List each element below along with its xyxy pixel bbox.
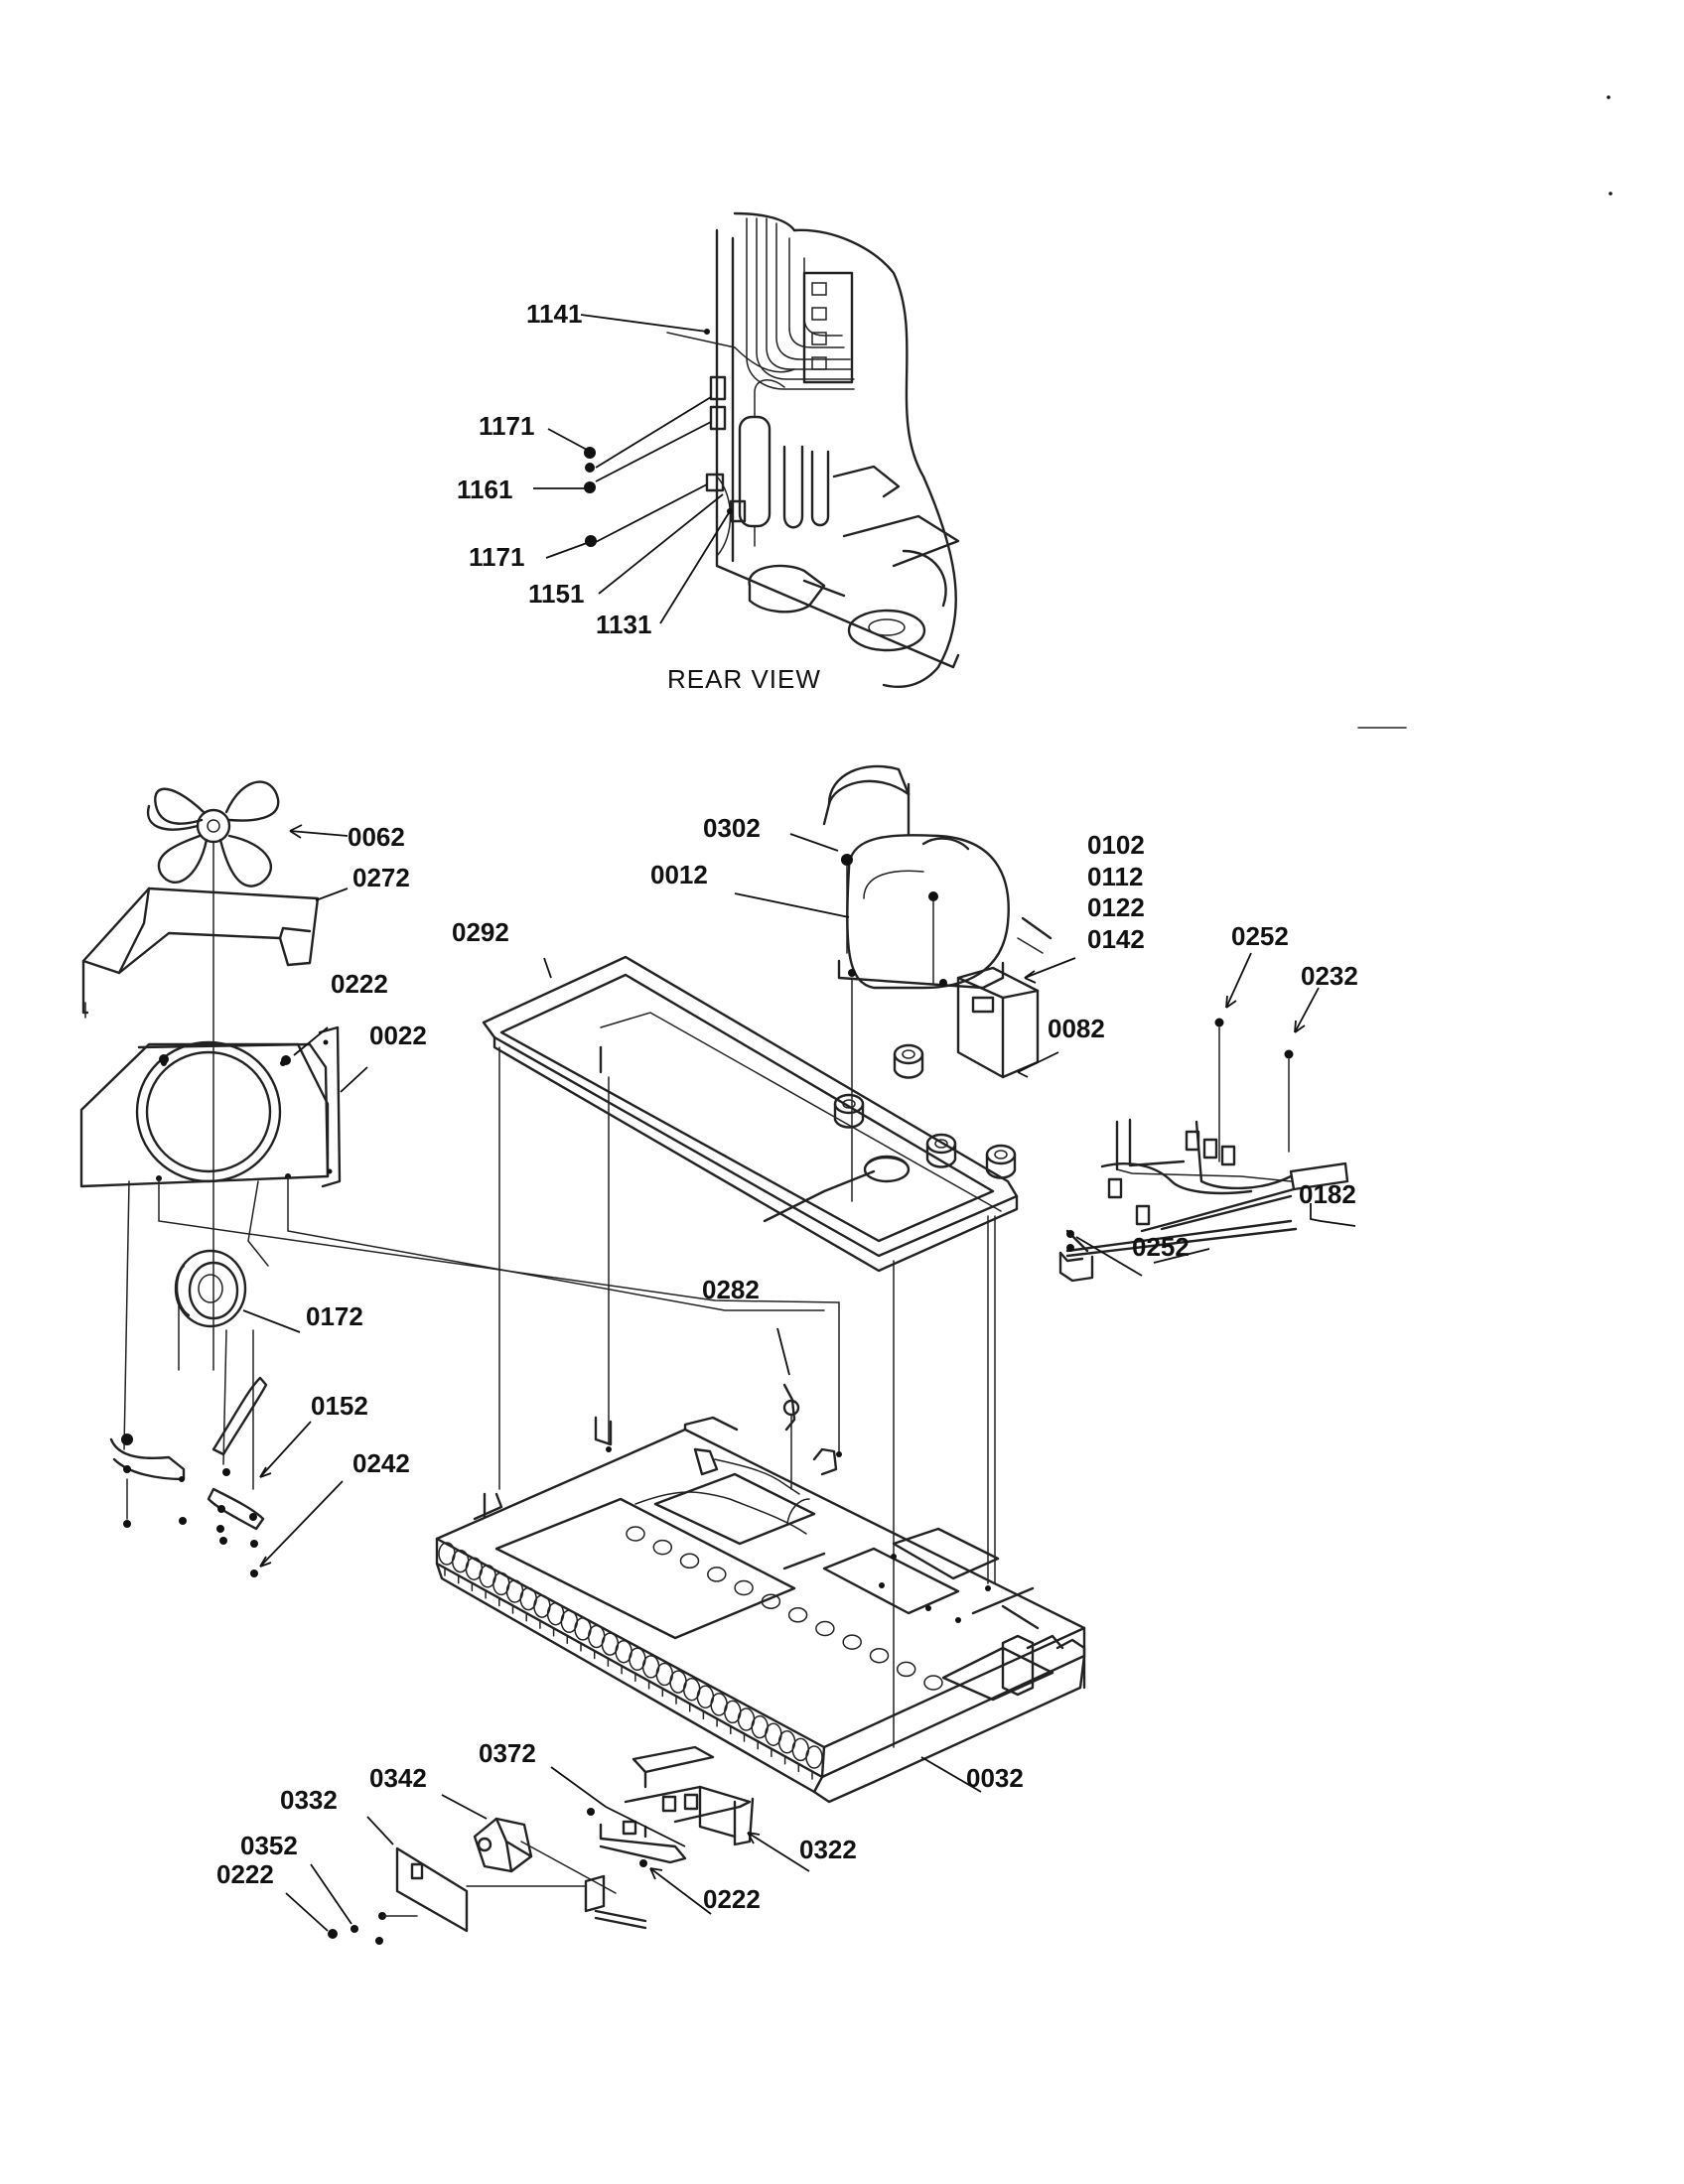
connector-plug	[584, 1874, 647, 1930]
label-0222-upper: 0222	[331, 969, 388, 999]
fan-motor	[174, 1249, 247, 1328]
label-0012: 0012	[650, 860, 708, 889]
coil-loop	[842, 1634, 862, 1650]
machine-compartment-cover	[482, 955, 1019, 1273]
label-0242: 0242	[352, 1448, 410, 1478]
label-0302: 0302	[703, 813, 761, 843]
condenser-coils	[438, 1526, 943, 1780]
label-0022: 0022	[369, 1021, 427, 1050]
label-0292: 0292	[452, 917, 509, 947]
defrost-timer	[473, 1817, 533, 1873]
base-pan	[435, 1416, 1086, 1804]
compressor-grommets	[833, 1043, 1017, 1179]
coil-loop	[707, 1567, 727, 1582]
label-0062: 0062	[348, 822, 405, 852]
label-1161: 1161	[457, 475, 512, 504]
label-0182: 0182	[1299, 1179, 1356, 1209]
coil-loop	[652, 1539, 673, 1556]
coil-loop	[626, 1526, 645, 1542]
rear-view-inset	[533, 211, 960, 689]
label-0112: 0112	[1087, 862, 1143, 891]
label-1141: 1141	[526, 299, 582, 329]
coil-loop	[679, 1553, 700, 1570]
label-0152: 0152	[311, 1391, 368, 1421]
label-0122: 0122	[1087, 892, 1145, 922]
coil-loop	[787, 1607, 808, 1623]
coil-loop	[896, 1661, 916, 1678]
mounting-bracket	[599, 1745, 755, 1864]
label-1171-upper: 1171	[479, 411, 534, 441]
coil-loop	[923, 1675, 943, 1691]
coil-loop	[805, 1745, 823, 1769]
label-0282: 0282	[702, 1275, 760, 1304]
label-0322: 0322	[799, 1835, 857, 1864]
label-0252-upper: 0252	[1231, 921, 1289, 951]
label-0272: 0272	[352, 863, 410, 892]
fan-cover	[81, 887, 320, 1019]
label-0222-bottom: 0222	[703, 1884, 761, 1914]
label-0342: 0342	[369, 1763, 427, 1793]
drain-valve	[782, 1383, 800, 1490]
label-0332: 0332	[280, 1785, 338, 1815]
control-board	[395, 1846, 469, 1933]
motor-bracket	[109, 1376, 268, 1531]
label-0142: 0142	[1087, 924, 1145, 954]
rear-view-caption: REAR VIEW	[667, 664, 821, 694]
label-0352: 0352	[240, 1831, 298, 1860]
label-0172: 0172	[306, 1301, 363, 1331]
coil-loop	[869, 1647, 890, 1664]
label-0372: 0372	[479, 1738, 536, 1768]
label-1171-lower: 1171	[469, 542, 524, 572]
label-0032: 0032	[966, 1763, 1024, 1793]
label-0232: 0232	[1301, 961, 1358, 991]
label-1131: 1131	[596, 610, 651, 639]
fan-shroud	[79, 1025, 342, 1188]
label-0082: 0082	[1048, 1014, 1105, 1043]
coil-loop	[815, 1620, 835, 1637]
label-0102: 0102	[1087, 830, 1145, 860]
label-0252-lower: 0252	[1132, 1232, 1190, 1262]
wire-harness	[1058, 1018, 1349, 1283]
coil-loop	[734, 1579, 754, 1596]
label-0222-left: 0222	[216, 1859, 274, 1889]
label-1151: 1151	[528, 579, 584, 609]
